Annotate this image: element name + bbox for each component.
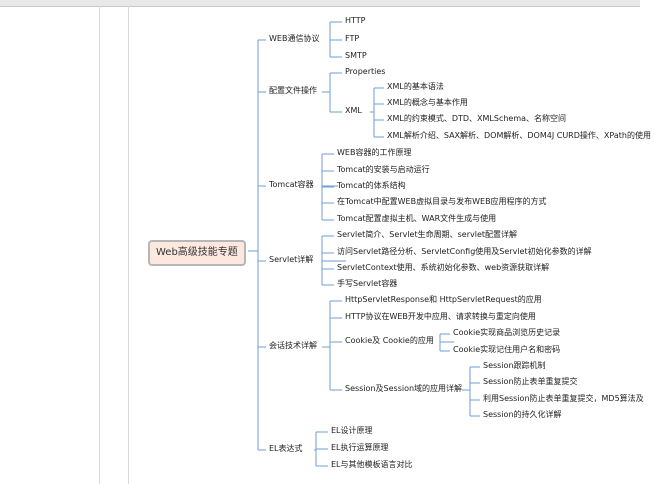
- page-guide-line: [128, 6, 129, 484]
- branch-topic[interactable]: 配置文件操作: [269, 86, 317, 95]
- subtopic[interactable]: WEB容器的工作原理: [337, 148, 412, 157]
- subtopic[interactable]: Session及Session域的应用详解: [345, 384, 463, 393]
- subtopic[interactable]: 在Tomcat中配置WEB虚拟目录与发布WEB应用程序的方式: [337, 197, 547, 206]
- subtopic[interactable]: HTTP协议在WEB开发中应用、请求转换与重定向使用: [345, 312, 536, 321]
- page-guide-line: [99, 6, 100, 484]
- top-scrollbar[interactable]: [0, 0, 640, 7]
- subtopic[interactable]: Properties: [345, 67, 386, 76]
- subtopic[interactable]: SMTP: [345, 51, 367, 60]
- subtopic[interactable]: 手写Servlet容器: [337, 279, 398, 288]
- subtopic[interactable]: Cookie及 Cookie的应用: [345, 336, 434, 345]
- detail-topic[interactable]: XML的约束模式、DTD、XMLSchema、名称空间: [387, 114, 567, 123]
- subtopic[interactable]: EL与其他模板语言对比: [331, 460, 413, 469]
- subtopic[interactable]: HTTP: [345, 16, 366, 25]
- branch-topic[interactable]: EL表达式: [269, 444, 303, 453]
- branch-topic[interactable]: Servlet详解: [269, 255, 314, 264]
- detail-topic[interactable]: Cookie实现商品浏览历史记录: [453, 328, 561, 337]
- subtopic[interactable]: Servlet简介、Servlet生命周期、servlet配置详解: [337, 230, 518, 239]
- subtopic[interactable]: XML: [345, 106, 362, 115]
- mindmap-connectors: [248, 21, 480, 467]
- subtopic[interactable]: Tomcat配置虚拟主机、WAR文件生成与使用: [337, 214, 497, 223]
- detail-topic[interactable]: Session防止表单重复提交: [483, 377, 578, 386]
- detail-topic[interactable]: Session的持久化详解: [483, 410, 562, 419]
- root-topic[interactable]: Web高级技能专题: [148, 240, 246, 266]
- subtopic[interactable]: Tomcat的安装与启动运行: [337, 165, 430, 174]
- subtopic[interactable]: FTP: [345, 34, 360, 43]
- detail-topic[interactable]: XML的概念与基本作用: [387, 98, 468, 107]
- subtopic[interactable]: EL设计原理: [331, 426, 373, 435]
- branch-topic[interactable]: 会话技术详解: [269, 341, 317, 350]
- subtopic[interactable]: 访问Servlet路径分析、ServletConfig使用及Servlet初始化…: [337, 247, 592, 256]
- subtopic[interactable]: Tomcat的体系结构: [337, 181, 406, 190]
- detail-topic[interactable]: Session跟踪机制: [483, 361, 546, 370]
- subtopic[interactable]: EL执行运算原理: [331, 443, 389, 452]
- subtopic[interactable]: HttpServletResponse和 HttpServletRequest的…: [345, 295, 542, 304]
- branch-topic[interactable]: Tomcat容器: [269, 180, 314, 189]
- subtopic[interactable]: ServletContext使用、系统初始化参数、web资源获取详解: [337, 263, 550, 272]
- detail-topic[interactable]: 利用Session防止表单重复提交，MD5算法及: [483, 394, 644, 403]
- detail-topic[interactable]: XML的基本语法: [387, 82, 444, 91]
- branch-topic[interactable]: WEB通信协议: [269, 34, 320, 43]
- detail-topic[interactable]: Cookie实现记住用户名和密码: [453, 345, 561, 354]
- detail-topic[interactable]: XML解析介绍、SAX解析、DOM解析、DOM4J CURD操作、XPath的使…: [387, 131, 651, 140]
